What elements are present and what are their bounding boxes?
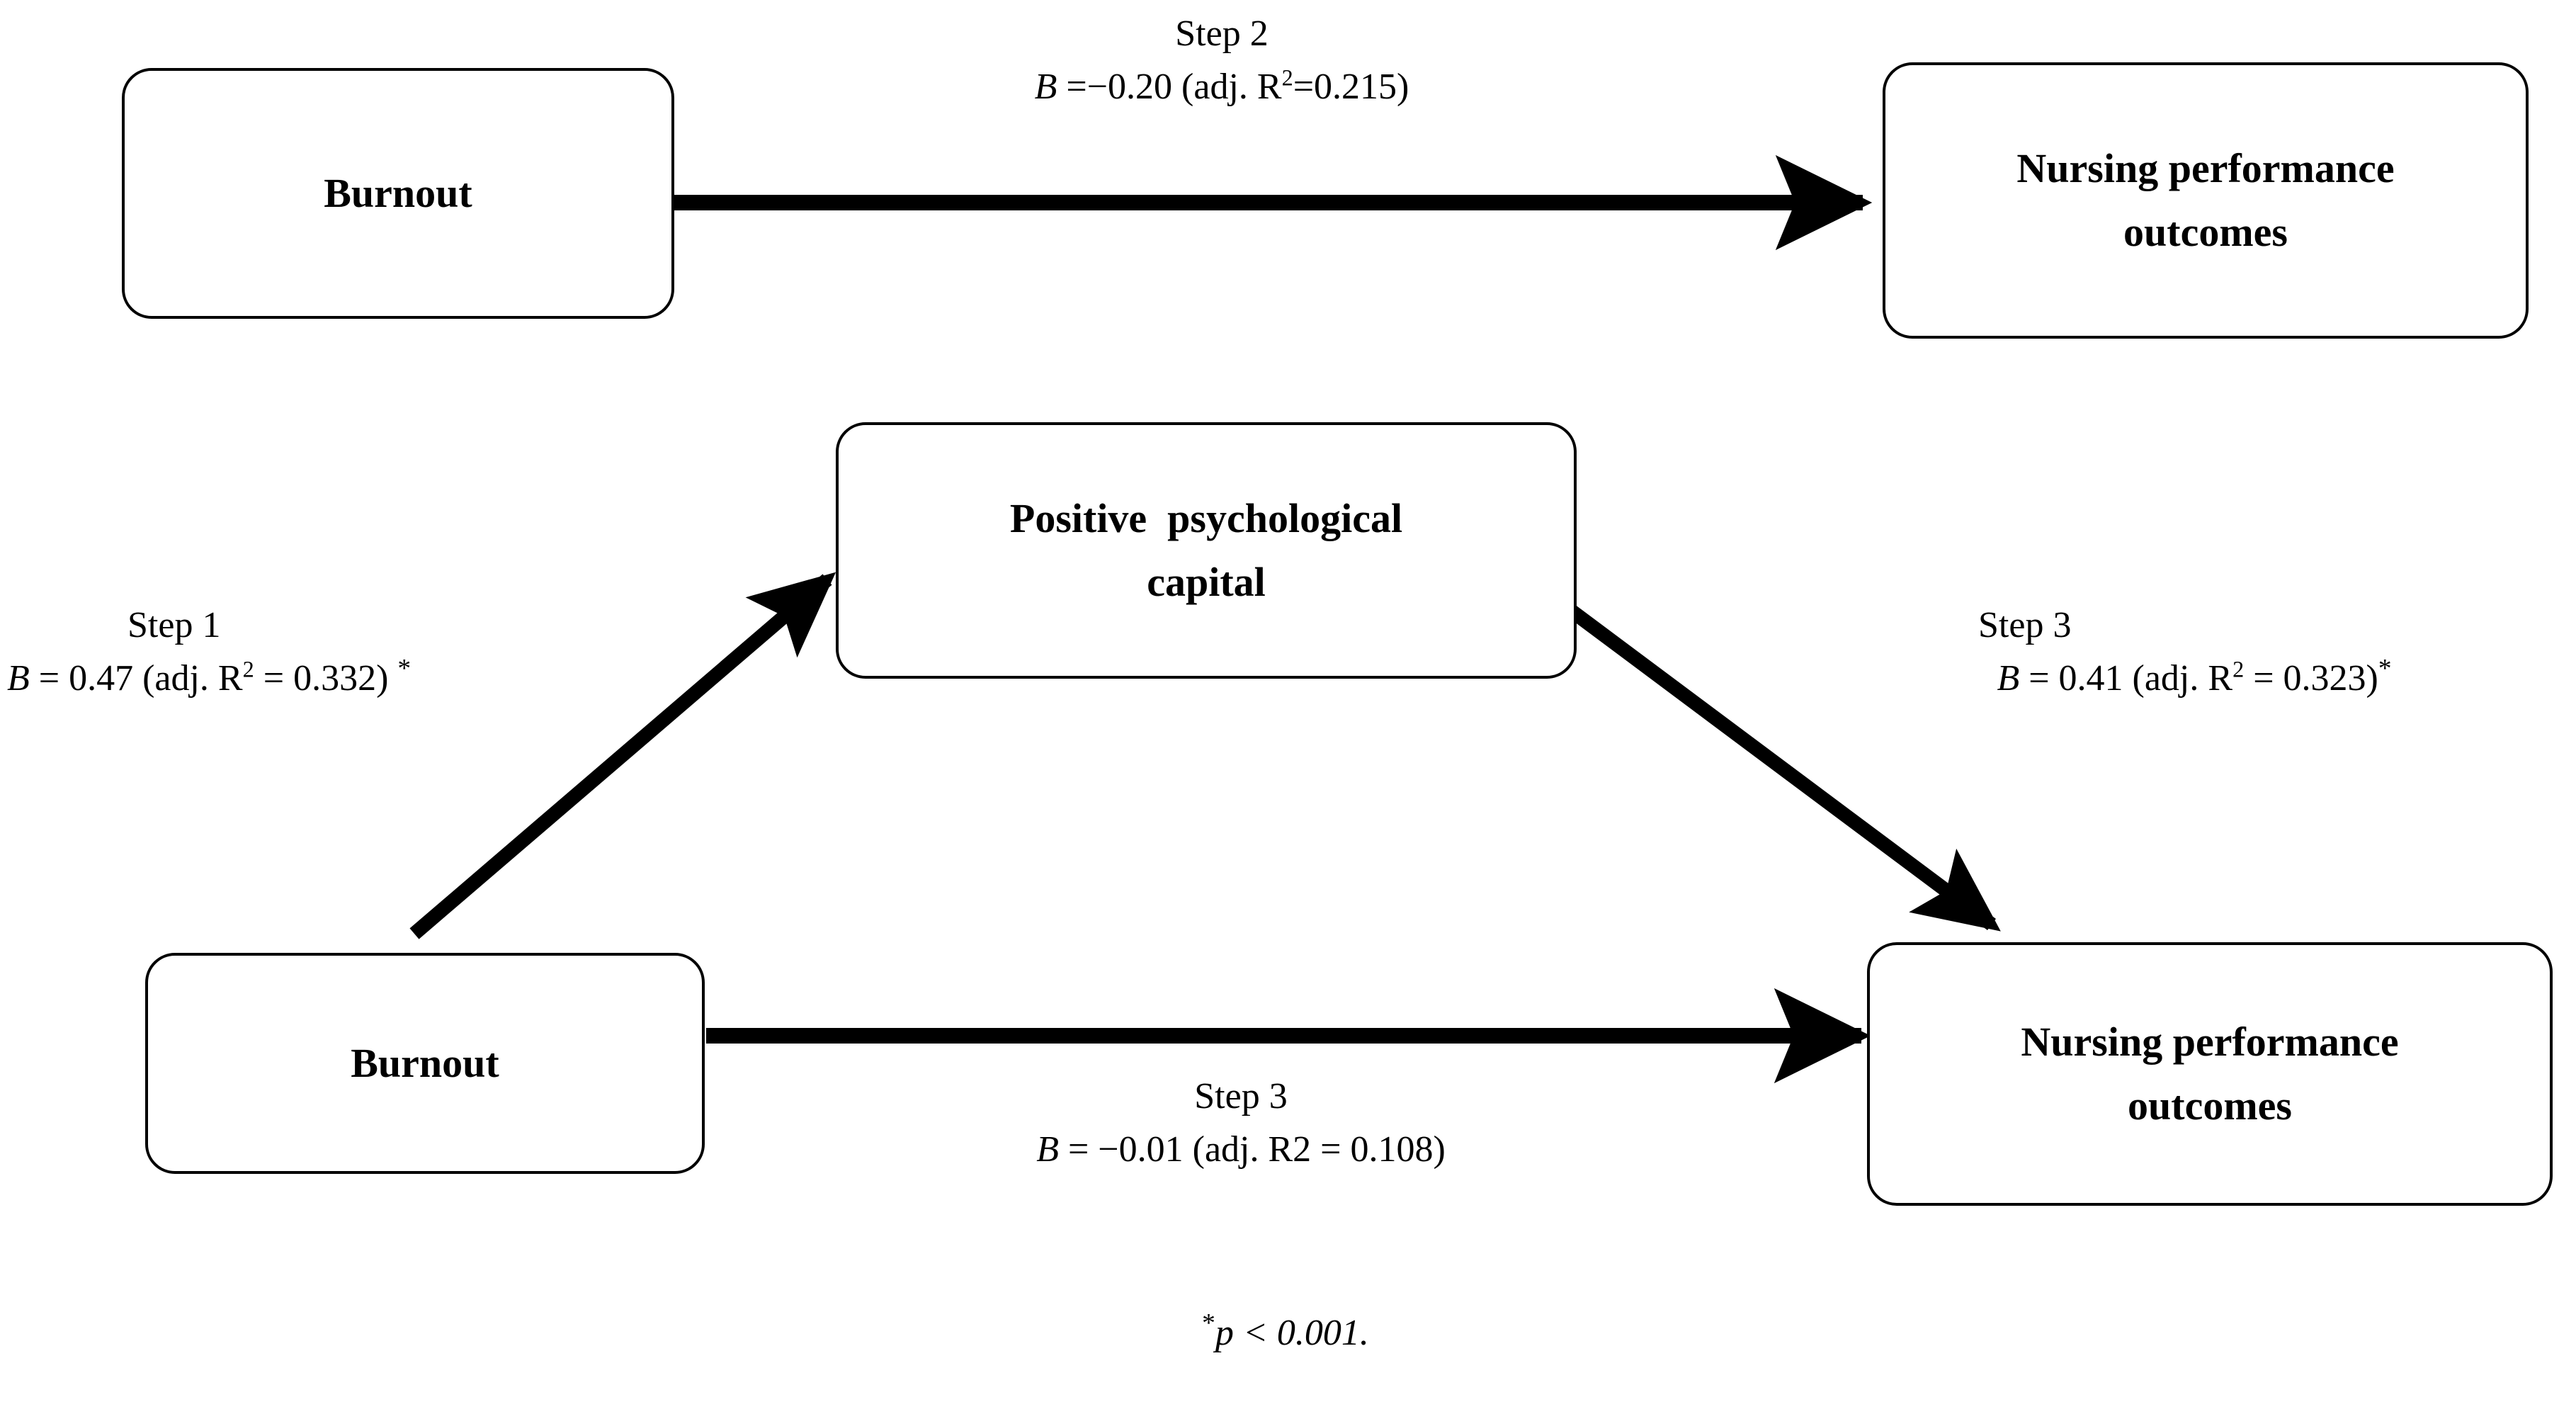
arrow-step3-mediator-outcome <box>1557 597 2001 932</box>
node-top-nursing-performance-outcomes[interactable]: Nursing performance outcomes <box>1883 62 2529 339</box>
footnote-marker: * <box>1202 1308 1215 1338</box>
node-bottom-outcome-label-line1: Nursing performance <box>2021 1019 2399 1065</box>
node-bottom-burnout-label: Burnout <box>351 1040 499 1087</box>
path-label-step2: Step 2 B =−0.20 (adj. R2=0.215) <box>960 7 1484 114</box>
path-label-step2-step: Step 2 <box>1175 13 1269 54</box>
path-label-step3-direct: Step 3 B = −0.01 (adj. R2 = 0.108) <box>894 1070 1588 1177</box>
node-top-burnout-label: Burnout <box>324 170 472 217</box>
node-mediator-label-line1: Positive psychological <box>1009 495 1403 542</box>
node-top-outcome-label-line2: outcomes <box>2123 209 2288 255</box>
node-mediator-label-line2: capital <box>1147 559 1266 605</box>
node-top-burnout[interactable]: Burnout <box>122 68 674 319</box>
node-top-outcome-label-line1: Nursing performance <box>2016 145 2395 192</box>
path-label-step3-direct-step: Step 3 <box>1194 1076 1288 1116</box>
path-label-step3-mediator-outcome: Step 3 B = 0.41 (adj. R2 = 0.323)* <box>1826 599 2563 706</box>
path-label-step3-direct-equation: B = −0.01 (adj. R2 = 0.108) <box>1036 1129 1446 1170</box>
path-label-step2-equation: B =−0.20 (adj. R2=0.215) <box>1034 65 1409 108</box>
node-bottom-burnout[interactable]: Burnout <box>145 953 705 1174</box>
path-label-step1: Step 1 B = 0.47 (adj. R2 = 0.332) * <box>7 599 708 706</box>
node-bottom-nursing-performance-outcomes[interactable]: Nursing performance outcomes <box>1867 942 2553 1206</box>
footnote-text: p < 0.001. <box>1215 1313 1369 1353</box>
footnote-significance: *p < 0.001. <box>1066 1308 1505 1354</box>
node-positive-psychological-capital[interactable]: Positive psychological capital <box>836 422 1577 679</box>
node-bottom-outcome-label-line2: outcomes <box>2128 1082 2292 1129</box>
path-label-step3-mediator-outcome-equation: B = 0.41 (adj. R2 = 0.323)* <box>1997 655 2392 699</box>
path-label-step1-step: Step 1 <box>127 605 221 645</box>
path-label-step3-mediator-outcome-step: Step 3 <box>1978 605 2072 645</box>
path-label-step1-equation: B = 0.47 (adj. R2 = 0.332) * <box>7 655 412 699</box>
arrow-step1 <box>409 572 836 939</box>
